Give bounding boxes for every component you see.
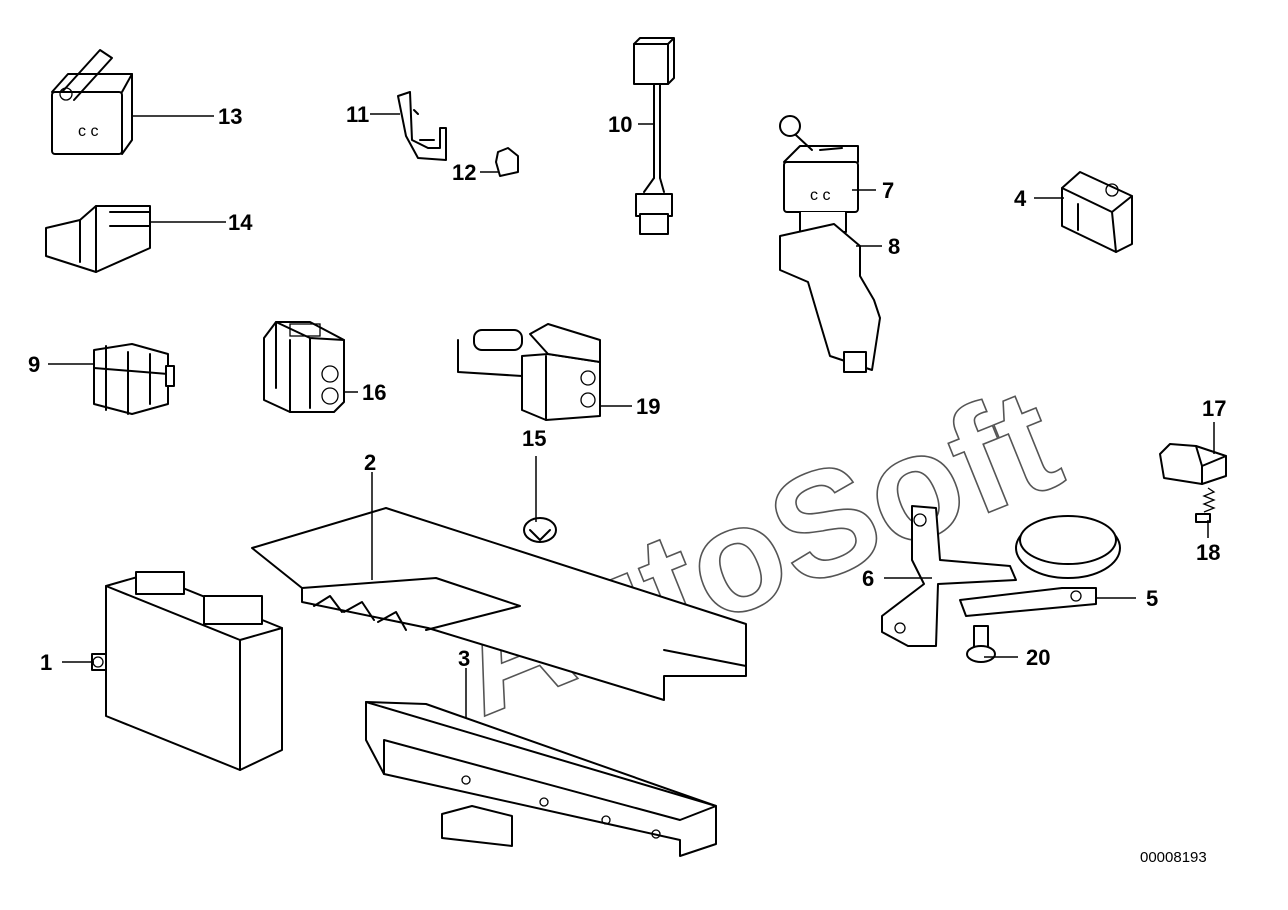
part-13-microswitch: c c bbox=[51, 49, 133, 155]
callout-4: 4 bbox=[1014, 186, 1027, 211]
callout-9: 9 bbox=[28, 352, 40, 377]
callout-13: 13 bbox=[218, 104, 242, 129]
part-14-bracket bbox=[45, 205, 151, 273]
part-2-cover bbox=[251, 507, 747, 701]
callout-7: 7 bbox=[882, 178, 894, 203]
svg-text:c c: c c bbox=[78, 123, 98, 140]
part-6-horn-bracket bbox=[881, 505, 1017, 647]
callout-labels: 1 2 3 4 5 6 7 8 9 10 11 12 13 14 15 16 1… bbox=[28, 102, 1226, 675]
part-10-harness bbox=[633, 37, 675, 235]
callout-6: 6 bbox=[862, 566, 874, 591]
part-15-fastener bbox=[523, 517, 557, 543]
part-12-clip bbox=[495, 147, 519, 177]
part-17-cap bbox=[1159, 443, 1227, 485]
callout-12: 12 bbox=[452, 160, 476, 185]
callout-17: 17 bbox=[1202, 396, 1226, 421]
part-19-relay bbox=[457, 323, 601, 421]
callout-19: 19 bbox=[636, 394, 660, 419]
part-4-relay bbox=[1061, 171, 1133, 253]
part-20-bolt bbox=[966, 625, 996, 663]
callout-8: 8 bbox=[888, 234, 900, 259]
part-11-bracket bbox=[397, 91, 447, 161]
part-18-spring bbox=[1195, 487, 1216, 523]
part-9-connector bbox=[93, 343, 175, 415]
callout-5: 5 bbox=[1146, 586, 1158, 611]
callout-3: 3 bbox=[458, 646, 470, 671]
callout-20: 20 bbox=[1026, 645, 1050, 670]
callout-14: 14 bbox=[228, 210, 253, 235]
part-8-bracket bbox=[779, 223, 881, 373]
part-5-horn bbox=[959, 515, 1121, 617]
callout-11: 11 bbox=[346, 102, 369, 127]
leader-lines bbox=[48, 113, 1215, 718]
svg-text:c c: c c bbox=[810, 187, 830, 204]
callout-18: 18 bbox=[1196, 540, 1220, 565]
part-7-roller-switch: c c bbox=[779, 115, 859, 233]
callout-1: 1 bbox=[40, 650, 52, 675]
callout-15: 15 bbox=[522, 426, 546, 451]
callout-16: 16 bbox=[362, 380, 386, 405]
callout-2: 2 bbox=[364, 450, 376, 475]
part-3-rail bbox=[365, 701, 717, 857]
callout-10: 10 bbox=[608, 112, 632, 137]
part-16-relay-socket bbox=[263, 321, 345, 413]
document-number: 00008193 bbox=[1140, 849, 1207, 866]
part-1-control-module bbox=[91, 571, 283, 771]
